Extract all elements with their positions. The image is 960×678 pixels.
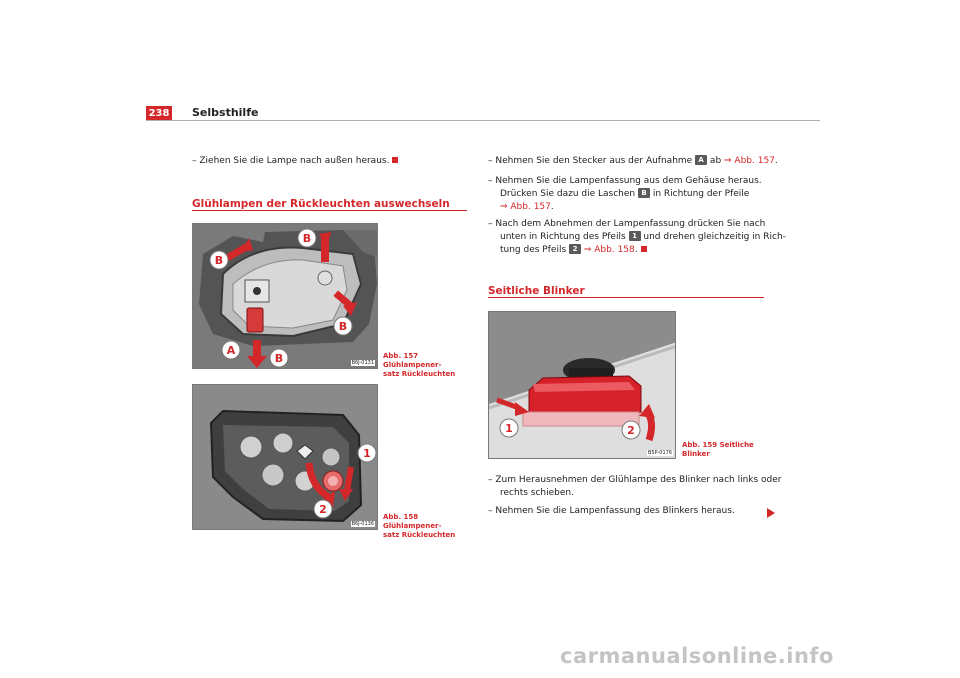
figure-caption: Abb. 158 Glühlampener- satz Rückleuchten — [383, 513, 456, 539]
chapter-title: Selbsthilfe — [192, 106, 259, 119]
figure-157: B B B A B B6J-0131 — [192, 223, 378, 369]
instruction-item: – Zum Herausnehmen der Glühlampe des Bli… — [488, 475, 782, 498]
figure-code: B6J-0136 — [350, 521, 375, 527]
section-end-mark — [640, 246, 647, 252]
instruction-item: – Nehmen Sie die Lampenfassung des Blink… — [488, 506, 735, 516]
section-end-mark — [392, 157, 399, 163]
figure-159: 1 2 B5P-0176 — [488, 311, 676, 459]
section-rule — [488, 297, 764, 298]
figure-code: B5P-0176 — [646, 450, 673, 456]
instruction-item: – Ziehen Sie die Lampe nach außen heraus… — [192, 155, 474, 168]
callout-badge: 1 — [628, 231, 641, 241]
section-rule — [192, 210, 467, 211]
figure-label: B — [275, 352, 283, 365]
figure-label: B — [303, 232, 311, 245]
figure-code: B6J-0131 — [350, 360, 375, 366]
figure-label: B — [339, 320, 347, 333]
tail-light-bulb-holder-illustration: 1 2 — [193, 385, 377, 529]
callout-badge: A — [695, 155, 708, 165]
figure-label: A — [227, 344, 236, 357]
instruction-item: – Nehmen Sie den Stecker aus der Aufnahm… — [488, 155, 778, 166]
figure-caption: Abb. 157 Glühlampener- satz Rückleuchten — [383, 352, 456, 378]
callout-badge: 2 — [569, 244, 581, 254]
figure-label: 2 — [319, 503, 327, 516]
figure-158: 1 2 B6J-0136 — [192, 384, 378, 530]
section-heading: Glühlampen der Rückleuchten auswechseln — [192, 198, 450, 210]
figure-reference-link[interactable]: ⇒ Abb. 157 — [500, 202, 551, 212]
figure-label: 1 — [505, 422, 513, 435]
figure-label: B — [215, 254, 223, 267]
callout-badge: B — [638, 188, 650, 198]
instruction-item: – Nehmen Sie die Lampenfassung aus dem G… — [488, 176, 762, 212]
tail-light-housing-illustration: B B B A B — [193, 224, 377, 368]
page-number: 238 — [146, 106, 172, 121]
figure-reference-link[interactable]: ⇒ Abb. 157 — [724, 156, 775, 166]
figure-label: 2 — [627, 424, 635, 437]
instruction-item: – Nach dem Abnehmen der Lampenfassung dr… — [488, 219, 786, 255]
figure-caption: Abb. 159 Seitliche Blinker — [682, 441, 754, 458]
side-indicator-illustration: 1 2 — [489, 312, 675, 458]
section-heading: Seitliche Blinker — [488, 285, 585, 297]
header-divider — [146, 120, 820, 121]
figure-label: 1 — [363, 447, 371, 460]
next-page-arrow-icon[interactable] — [767, 508, 775, 518]
figure-reference-link[interactable]: ⇒ Abb. 158 — [581, 245, 635, 255]
watermark: carmanualsonline.info — [560, 644, 834, 668]
